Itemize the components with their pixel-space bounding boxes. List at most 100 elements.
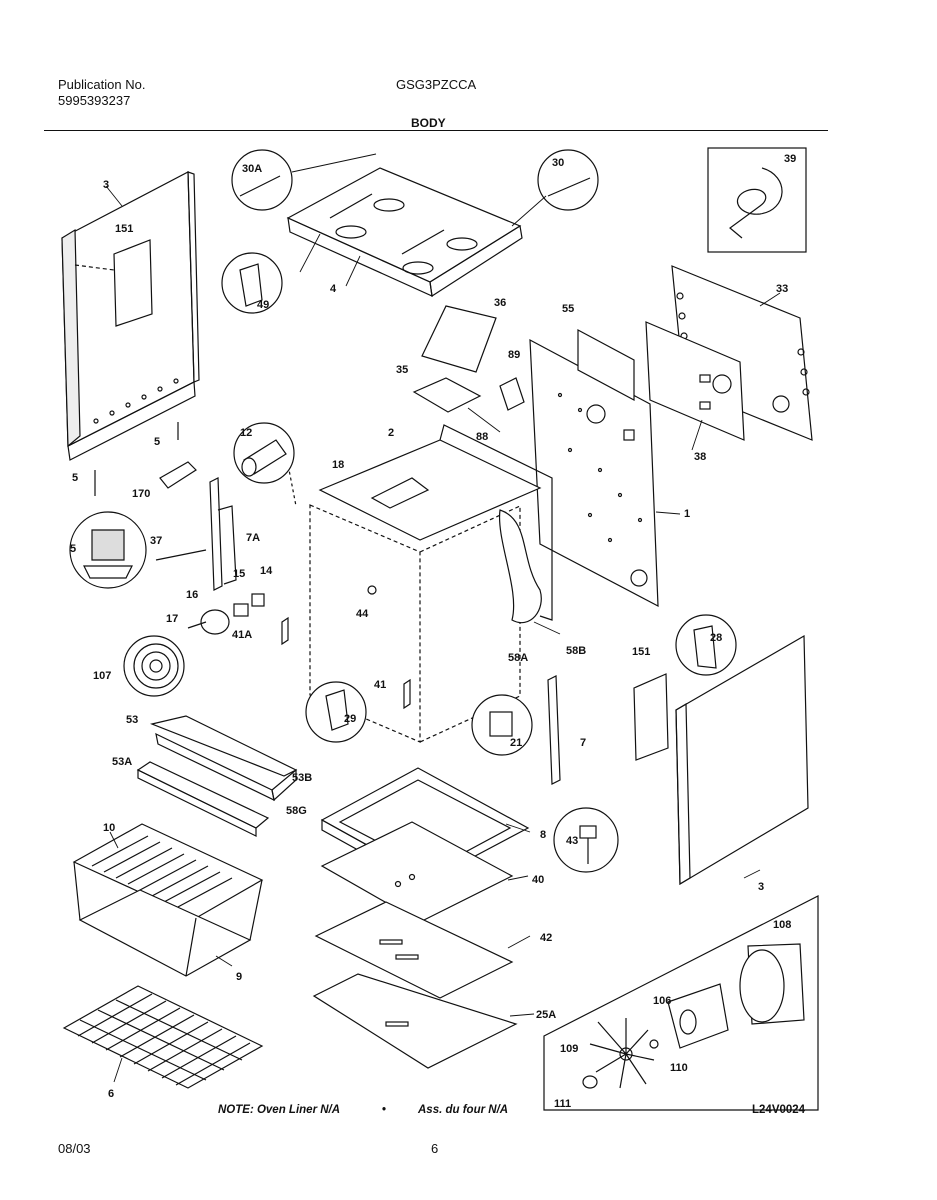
part-label: 44	[356, 608, 369, 620]
part-label: 89	[508, 349, 520, 361]
plate	[412, 377, 482, 413]
side-bracket	[113, 239, 153, 327]
rear-panels	[645, 265, 813, 441]
part-label: 49	[257, 299, 269, 311]
part-label: 36	[494, 297, 506, 309]
oven-light	[187, 593, 265, 635]
part-label: 30A	[242, 163, 262, 175]
bottom-panel-42	[314, 901, 514, 999]
part-label: 16	[186, 589, 198, 601]
part-labels: 3 151 30A 4 49 30 39 33 36 55 35 89 88 3…	[70, 153, 796, 1110]
baffle	[136, 761, 270, 837]
part-label: 30	[552, 157, 564, 169]
part-label: 15	[233, 568, 245, 580]
illustration-code: L24V0024	[752, 1104, 806, 1116]
section-title: BODY	[411, 116, 446, 130]
leader-lines	[105, 153, 781, 1083]
door-hinge-left	[209, 477, 223, 591]
flue-box	[421, 305, 497, 373]
part-label: 53	[126, 714, 138, 726]
part-label: 3	[758, 881, 764, 893]
publication-number: 5995393237	[58, 93, 131, 108]
part-label: 33	[776, 283, 788, 295]
hinge-arm-left	[217, 505, 237, 585]
part-label: 2	[388, 427, 394, 439]
part-label: 151	[632, 646, 650, 658]
power-cord-inset	[707, 147, 807, 253]
part-label: 5	[72, 472, 78, 484]
convection-fan-cover	[123, 635, 185, 697]
part-label: 28	[710, 632, 722, 644]
detail-29	[305, 681, 367, 743]
part-label: 110	[670, 1062, 688, 1074]
part-label: 107	[93, 670, 111, 682]
part-label: 9	[236, 971, 242, 983]
part-label: 25A	[536, 1009, 556, 1021]
part-label: 8	[540, 829, 546, 841]
detail-28	[675, 614, 737, 676]
part-label: 151	[115, 223, 133, 235]
part-label: 29	[344, 713, 356, 725]
door-hinge-right	[547, 675, 561, 785]
part-label: 111	[554, 1098, 571, 1110]
oven-rack	[62, 985, 264, 1089]
footer-date: 08/03	[58, 1141, 91, 1156]
part-label: 53B	[292, 772, 312, 784]
part-label: 3	[103, 179, 109, 191]
burner-box	[286, 167, 523, 298]
detail-49	[221, 252, 283, 314]
part-label: 55	[562, 303, 574, 315]
fan-blade	[589, 1018, 655, 1089]
part-label: 4	[330, 283, 337, 295]
model-number: GSG3PZCCA	[396, 77, 477, 92]
part-label: 58G	[286, 805, 307, 817]
part-label: 5	[154, 436, 160, 448]
part-label: 41A	[232, 629, 252, 641]
light-socket	[367, 585, 377, 595]
part-label: 21	[510, 737, 522, 749]
leveling-leg	[69, 422, 179, 589]
part-label: 106	[653, 995, 671, 1007]
part-label: 109	[560, 1043, 578, 1055]
part-label: 58B	[566, 645, 586, 657]
back-panel	[529, 328, 659, 608]
part-label: 41	[374, 679, 386, 691]
detail-30a	[231, 149, 293, 211]
part-label: 39	[784, 153, 796, 165]
part-label: 17	[166, 613, 178, 625]
power-cord	[729, 167, 783, 239]
right-side-panel	[675, 634, 809, 886]
hinge-receiver	[159, 461, 197, 489]
note-bullet: •	[382, 1104, 387, 1116]
screw-detail	[553, 807, 619, 873]
part-label: 88	[476, 431, 488, 443]
part-label: 40	[532, 874, 544, 886]
oven-liner-note: NOTE: Oven Liner N/A	[218, 1104, 341, 1116]
publication-label: Publication No.	[58, 77, 146, 92]
part-label: 7A	[246, 532, 260, 544]
part-label: 37	[150, 535, 162, 547]
part-label: 1	[684, 508, 690, 520]
part-label: 43	[566, 835, 578, 847]
bake-burner	[149, 715, 298, 802]
right-bracket	[633, 673, 669, 761]
part-label: 5	[70, 543, 76, 555]
part-label: 18	[332, 459, 344, 471]
part-label: 7	[580, 737, 586, 749]
part-label: 14	[260, 565, 273, 577]
detail-30	[537, 149, 599, 211]
part-label: 58A	[508, 652, 528, 664]
header-rule	[44, 130, 828, 131]
part-label: 42	[540, 932, 552, 944]
detail-21	[471, 694, 533, 756]
part-label: 170	[132, 488, 150, 500]
clip-41a	[281, 616, 289, 646]
bracket-89	[499, 377, 525, 411]
part-label: 12	[240, 427, 252, 439]
fan-motor	[649, 943, 805, 1049]
part-label: 38	[694, 451, 706, 463]
broiler-pan	[72, 823, 264, 977]
wire-37	[155, 549, 207, 561]
page-number: 6	[431, 1141, 439, 1156]
oven-liner-note-fr: Ass. du four N/A	[418, 1104, 509, 1116]
